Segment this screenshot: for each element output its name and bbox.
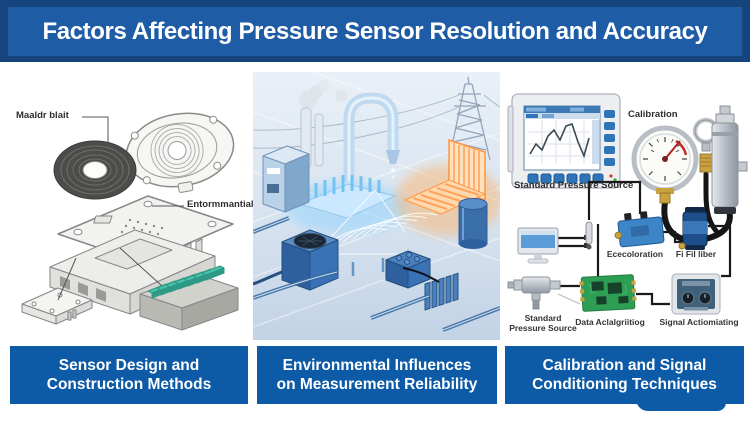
measurement-chain-schematic <box>507 180 732 315</box>
accelerometer-icon <box>614 211 665 248</box>
component-blocks-icon <box>385 250 459 311</box>
smokestack-icon <box>299 80 347 169</box>
element-label: Entormmantial <box>187 199 254 210</box>
tank-cylinder-icon <box>458 198 488 249</box>
probe-icon <box>585 221 593 250</box>
title-banner: Factors Affecting Pressure Sensor Resolu… <box>0 0 750 62</box>
caption-line: on Measurement Reliability <box>276 376 478 393</box>
artifact-blob <box>636 399 726 411</box>
control-cabinet-icon <box>262 145 310 213</box>
calibration-label: Calibration <box>628 109 678 120</box>
pump-unit-icon <box>253 229 339 291</box>
pressure-source-label: Standard Pressure Source <box>508 313 578 334</box>
caption-line: Calibration and Signal <box>542 357 707 374</box>
power-lines <box>253 94 500 149</box>
power-tower-icon <box>448 76 491 161</box>
sensing-element-illustration <box>139 265 239 331</box>
teal-fins <box>147 265 225 299</box>
pressure-source-label-line2: Pressure Source <box>509 322 577 333</box>
caption-calibration: Calibration and Signal Conditioning Tech… <box>505 346 744 411</box>
caption-line: Conditioning Techniques <box>532 376 717 393</box>
caption-environment: Environmental Influences on Measurement … <box>257 346 497 404</box>
caption-line: Construction Methods <box>46 376 212 393</box>
page-title: Factors Affecting Pressure Sensor Resolu… <box>42 17 708 45</box>
panel-calibration: Calibration Standard Pressure Source Ece… <box>500 62 750 346</box>
monitor-bottom-buttons <box>527 173 604 184</box>
monitor-label: Standard Pressure Source <box>514 180 634 191</box>
daq-board-icon <box>579 274 637 312</box>
caption-line: Environmental Influences <box>282 357 472 374</box>
caption-sensor-design: Sensor Design and Construction Methods <box>10 346 248 404</box>
diaphragm-illustration <box>53 140 137 200</box>
environment-illustration <box>253 72 500 340</box>
caption-line: Sensor Design and <box>58 357 200 374</box>
pressure-source-label-line1: Standard <box>524 313 562 323</box>
gauge-ticks <box>643 137 687 181</box>
calibration-kit-icon <box>631 105 748 244</box>
floor-conduits <box>253 216 500 332</box>
hmi-monitor-icon <box>507 93 621 189</box>
leader-lines <box>57 116 184 301</box>
monitor-side-buttons <box>604 110 615 166</box>
sensor-exploded-diagram <box>21 112 239 331</box>
panel-sensor-design: Maaldr blait Entormmantial <box>0 62 254 346</box>
filter-icon <box>678 207 708 250</box>
schematic-wires <box>558 180 732 306</box>
pipe-arch-icon <box>343 92 400 182</box>
filter-label: Fi Fil liber <box>675 249 717 259</box>
accelerometer-label: Ececoloration <box>606 249 664 259</box>
title-banner-inner: Factors Affecting Pressure Sensor Resolu… <box>8 7 742 56</box>
calibration-illustration <box>507 93 748 315</box>
membrane-label: Maaldr blait <box>16 110 69 121</box>
daq-label: Data Aclalgriitiog <box>575 317 645 327</box>
signal-label: Signal Actiomiating <box>659 317 739 327</box>
pressure-source-icon <box>507 276 561 310</box>
bottom-plate-illustration <box>21 287 93 325</box>
cover-plate-illustration <box>125 112 235 193</box>
signal-conditioner-icon <box>671 273 721 315</box>
panel-environment <box>253 62 500 346</box>
small-monitor-icon <box>517 227 559 264</box>
